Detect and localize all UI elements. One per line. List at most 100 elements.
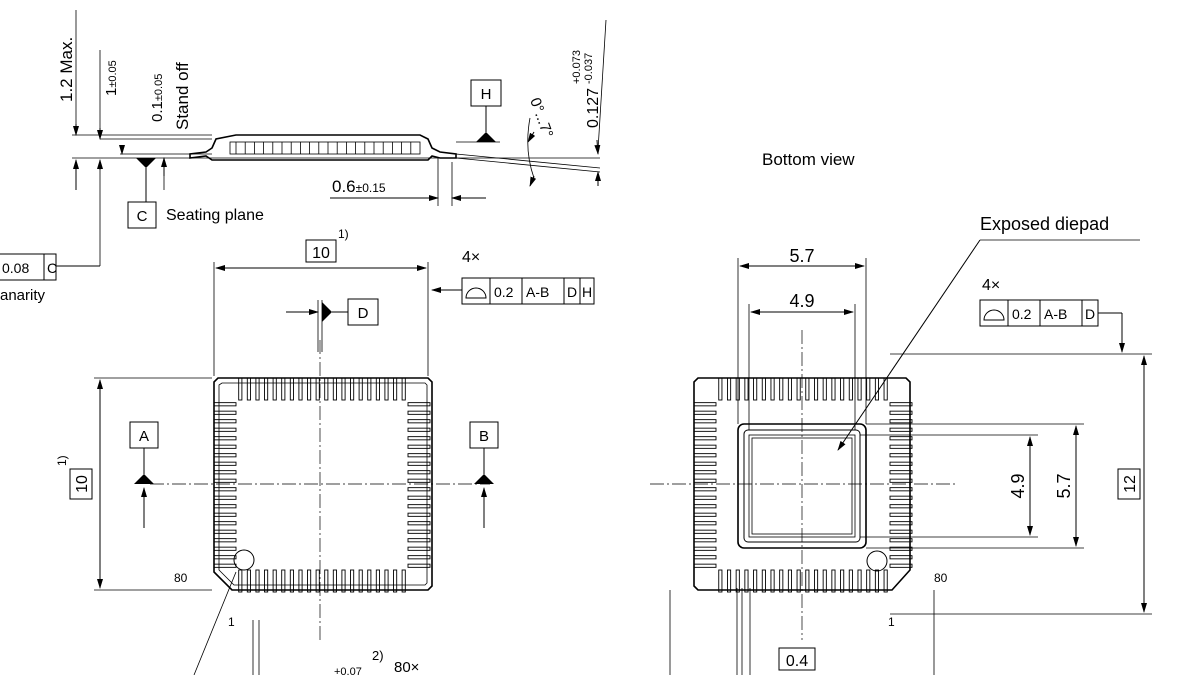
top-view: 10 1) 10 1) 4× 0.2 A-B D H D — [55, 227, 595, 675]
lead-pin — [735, 569, 740, 593]
lead-pin — [384, 569, 389, 593]
lead-pin — [889, 453, 913, 458]
lead-pin — [324, 569, 329, 593]
lead-pin — [761, 569, 766, 593]
bottom-view-title: Bottom view — [762, 150, 855, 169]
lead-pin — [358, 569, 363, 593]
lead-pin — [298, 569, 303, 593]
lead-pin — [407, 546, 431, 551]
lead-pin — [744, 569, 749, 593]
lead-pin — [350, 569, 355, 593]
lead-pin — [889, 555, 913, 560]
lead-tol: +0.07 — [334, 666, 362, 675]
lead-pin — [272, 377, 277, 401]
datum-c: C — [137, 208, 148, 225]
dim-pitch: 0.4 — [786, 653, 808, 670]
lead-pin — [883, 569, 888, 593]
lead-pin — [213, 555, 237, 560]
svg-text:0.1±0.05: 0.1±0.05 — [149, 74, 166, 122]
lead-pin — [213, 495, 237, 500]
lead-pin — [889, 521, 913, 526]
lead-pin — [770, 377, 775, 401]
pin1-circle-icon — [866, 550, 888, 572]
svg-text:-0.037: -0.037 — [583, 53, 595, 84]
lead-pin — [384, 377, 389, 401]
lead-pin — [401, 569, 406, 593]
lead-pin — [213, 436, 237, 441]
lead-pin — [727, 377, 732, 401]
lead-pin — [213, 444, 237, 449]
lead-pin — [889, 495, 913, 500]
dim-body-width-note: 1) — [338, 227, 349, 241]
lead-pin — [787, 377, 792, 401]
lead-pin — [693, 402, 717, 407]
lead-pin — [341, 569, 346, 593]
datum-triangle-icon — [134, 474, 154, 484]
lead-pin — [407, 538, 431, 543]
dim-pitch-box — [778, 647, 816, 671]
lead-pin — [693, 436, 717, 441]
lead-pin — [358, 377, 363, 401]
bottom-profile-datum-ab: A-B — [1044, 306, 1067, 322]
lead-pin — [693, 512, 717, 517]
lead-pin — [213, 504, 237, 509]
lead-pin — [213, 538, 237, 543]
lead-pin — [393, 377, 398, 401]
lead-pin — [238, 569, 243, 593]
lead-pin — [213, 512, 237, 517]
lead-pin — [272, 569, 277, 593]
lead-pin — [289, 377, 294, 401]
lead-pin — [857, 377, 862, 401]
bottom-body-outline — [693, 377, 911, 591]
datum-triangle-icon — [476, 132, 496, 142]
coplanarity-value: 0.08 — [2, 260, 29, 276]
lead-pin — [246, 569, 251, 593]
lead-pin — [805, 377, 810, 401]
lead-pin — [407, 461, 431, 466]
dim-pad-outer-h: 5.7 — [1054, 473, 1074, 498]
lead-pin — [889, 410, 913, 415]
lead-pin — [264, 377, 269, 401]
datum-d-box — [347, 298, 379, 326]
lead-pin — [840, 377, 845, 401]
dim-foot-length: 0.6±0.15 — [332, 177, 386, 196]
lead-pin — [770, 569, 775, 593]
lead-pin — [889, 546, 913, 551]
datum-a-box — [129, 421, 159, 449]
lead-pin — [407, 402, 431, 407]
standoff-label: Stand off — [173, 62, 192, 130]
side-lead-row — [229, 141, 421, 155]
lead-pin — [693, 546, 717, 551]
lead-pin — [407, 427, 431, 432]
pin-80-label: 80 — [174, 571, 188, 585]
dim-body-length-note: 1) — [55, 455, 69, 466]
lead-pin — [264, 569, 269, 593]
bottom-pin-80-label: 80 — [934, 571, 948, 585]
dim-height-max: 1.2 Max. — [57, 37, 76, 102]
lead-pin — [693, 563, 717, 568]
side-view: 1.2 Max. 1±0.05 0.1±0.05 Stand off C Sea… — [0, 10, 607, 304]
lead-pin — [375, 377, 380, 401]
lead-pin — [324, 377, 329, 401]
lead-pin — [213, 402, 237, 407]
lead-pin — [367, 377, 372, 401]
lead-pin — [213, 410, 237, 415]
lead-pin — [407, 478, 431, 483]
exposed-pad-label: Exposed diepad — [980, 214, 1109, 234]
lead-pin — [889, 478, 913, 483]
pin1-circle-icon — [233, 549, 255, 571]
dim-lead-thickness: 0.127 +0.073 -0.037 — [571, 50, 602, 128]
lead-pin — [822, 569, 827, 593]
top-body-outline — [213, 377, 433, 591]
dim-body-length: 10 — [74, 475, 91, 493]
profile-of-surface-icon — [983, 309, 1005, 321]
lead-angle: 0°...7° — [526, 96, 556, 141]
lead-pin — [866, 377, 871, 401]
datum-d: D — [358, 305, 369, 322]
lead-pin — [889, 436, 913, 441]
lead-pin — [796, 569, 801, 593]
lead-pin — [407, 487, 431, 492]
lead-pin — [246, 377, 251, 401]
svg-text:0.127: 0.127 — [585, 88, 602, 128]
